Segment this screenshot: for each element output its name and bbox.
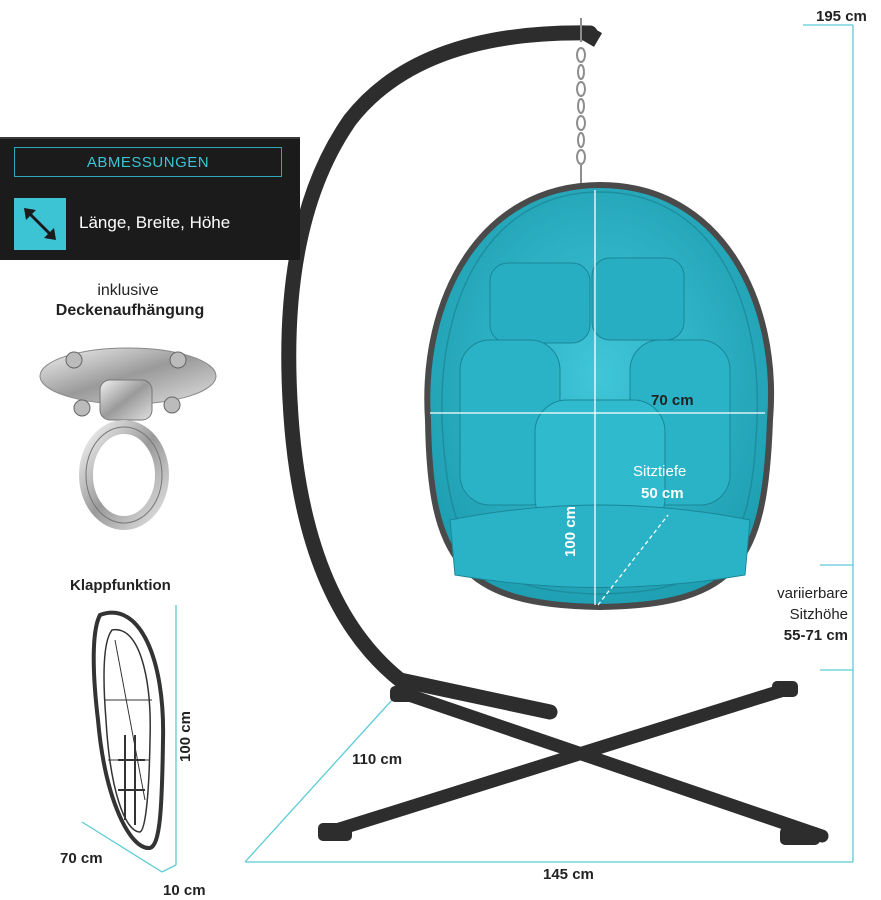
dimensions-title: ABMESSUNGEN xyxy=(14,147,282,177)
chair-dimension-lines xyxy=(430,190,765,606)
variable-seat-height: 55-71 cm xyxy=(783,627,848,644)
folding-depth: 10 cm xyxy=(163,882,206,899)
seat-depth-label: Sitztiefe xyxy=(633,463,687,480)
folding-width: 70 cm xyxy=(60,850,103,867)
total-height: 195 cm xyxy=(816,8,867,25)
folding-height: 100 cm xyxy=(176,711,194,762)
base-depth: 110 cm xyxy=(352,751,403,768)
seat-depth: 50 cm xyxy=(641,485,684,502)
variable-line-1: variierbare xyxy=(777,585,848,602)
variable-line-2: Sitzhöhe xyxy=(789,606,848,623)
mount-line-1: inklusive xyxy=(97,282,159,299)
ceiling-hook xyxy=(39,347,217,530)
folded-chair xyxy=(91,610,166,850)
stand-base xyxy=(318,681,829,845)
egg-chair xyxy=(424,181,774,611)
dimensions-legend: Länge, Breite, Höhe xyxy=(0,186,300,260)
seat-width: 70 cm xyxy=(651,392,694,409)
dimensions-header: ABMESSUNGEN xyxy=(0,137,300,186)
diagonal-double-arrow-icon xyxy=(14,198,66,250)
chain xyxy=(576,18,586,185)
dimension-lines xyxy=(81,24,854,873)
mount-line-2: Deckenaufhängung xyxy=(55,302,205,319)
seat-height: 100 cm xyxy=(561,506,579,557)
base-width: 145 cm xyxy=(543,866,594,883)
folding-title: Klappfunktion xyxy=(70,577,171,594)
dimensions-label: Länge, Breite, Höhe xyxy=(79,213,231,232)
